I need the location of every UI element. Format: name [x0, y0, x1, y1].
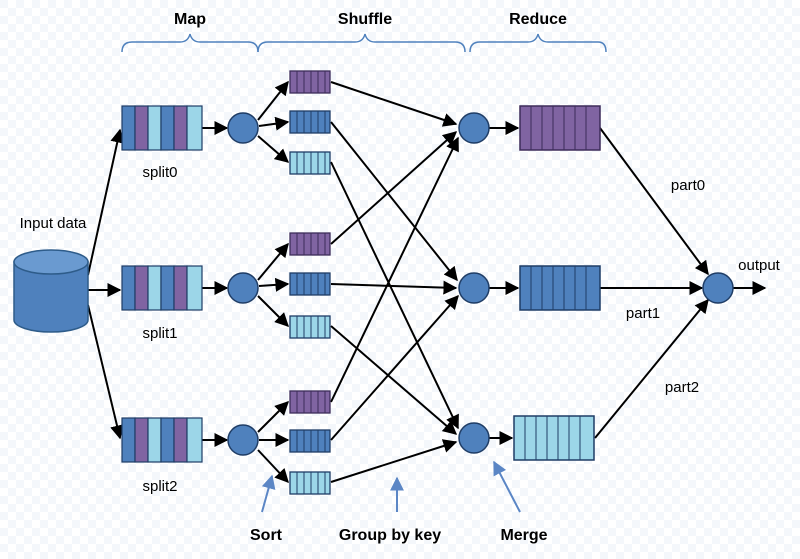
- partition-light-2: [289, 471, 331, 495]
- partition-blue-1: [289, 272, 331, 296]
- edges: [87, 80, 767, 484]
- partition-light-1: [289, 315, 331, 339]
- split0-label: split0: [142, 164, 177, 181]
- map-node-0: [227, 112, 259, 144]
- reduce-node-1: [458, 272, 490, 304]
- partition-light-0: [289, 151, 331, 175]
- merge-pointer: [493, 460, 521, 513]
- split2-block: [121, 417, 203, 463]
- partition-blue-0: [289, 110, 331, 134]
- output-label: output: [738, 257, 781, 274]
- partition-purple-2: [289, 390, 331, 414]
- group-by-key-label: Group by key: [339, 527, 441, 544]
- partition-blue-2: [289, 429, 331, 453]
- reduce-header: Reduce: [509, 11, 567, 28]
- reduce-output-2: [513, 415, 595, 461]
- part2-label: part2: [665, 379, 699, 396]
- sort-label: Sort: [250, 527, 283, 544]
- part1-label: part1: [626, 305, 660, 322]
- reduce-output-0: [519, 105, 601, 151]
- map-node-2: [227, 424, 259, 456]
- reduce-node-2: [458, 422, 490, 454]
- partition-purple-1: [289, 232, 331, 256]
- split1-block: [121, 265, 203, 311]
- map-brace: [121, 33, 259, 53]
- split0-block: [121, 105, 203, 151]
- sort-pointer: [261, 474, 276, 513]
- merge-label: Merge: [500, 527, 547, 544]
- shuffle-header: Shuffle: [338, 11, 392, 28]
- reduce-output-1: [519, 265, 601, 311]
- input-data-cylinder: [13, 249, 89, 333]
- split2-label: split2: [142, 478, 177, 495]
- reduce-node-0: [458, 112, 490, 144]
- map-node-1: [227, 272, 259, 304]
- input-data-label: Input data: [20, 215, 87, 232]
- reduce-brace: [469, 33, 607, 53]
- shuffle-brace: [257, 33, 466, 53]
- part0-label: part0: [671, 177, 705, 194]
- map-header: Map: [174, 11, 206, 28]
- output-node: [702, 272, 734, 304]
- partition-purple-0: [289, 70, 331, 94]
- partition-queues: [289, 70, 331, 495]
- split1-label: split1: [142, 325, 177, 342]
